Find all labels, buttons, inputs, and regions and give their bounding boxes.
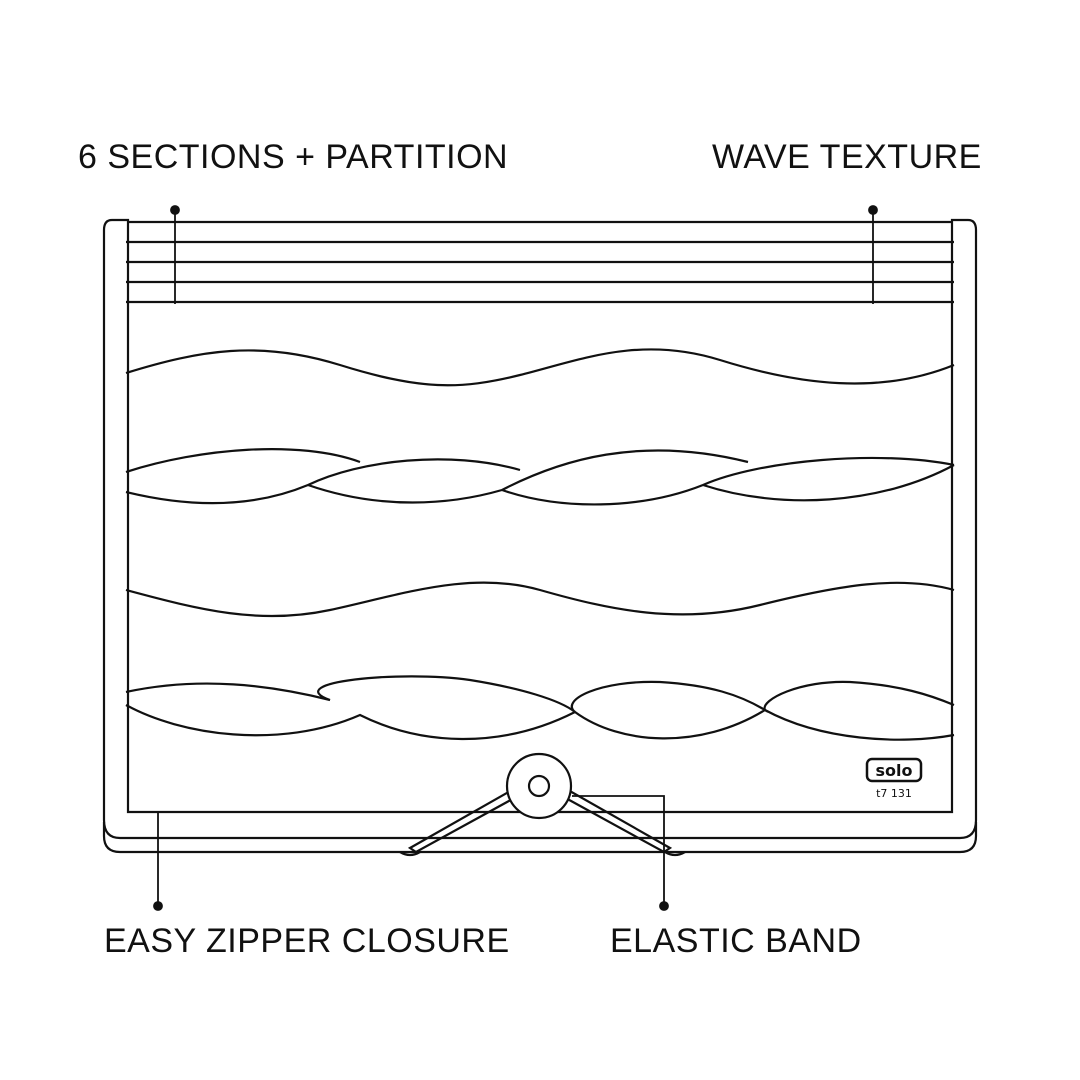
callout-elastic-band: ELASTIC BAND	[610, 922, 862, 960]
button-closure	[505, 752, 573, 820]
callout-sections: 6 SECTIONS + PARTITION	[78, 138, 509, 176]
solo-logo: solo t7 131	[865, 757, 923, 800]
top-section-lines	[126, 240, 954, 304]
svg-text:t7 131: t7 131	[876, 787, 912, 800]
svg-text:solo: solo	[876, 761, 913, 780]
elastic-band	[407, 752, 673, 854]
callout-wave-texture: WAVE TEXTURE	[712, 138, 982, 176]
callout-lines	[153, 205, 878, 911]
folder-outline	[102, 218, 978, 857]
callout-zipper: EASY ZIPPER CLOSURE	[104, 922, 510, 960]
wave-texture	[125, 348, 955, 741]
